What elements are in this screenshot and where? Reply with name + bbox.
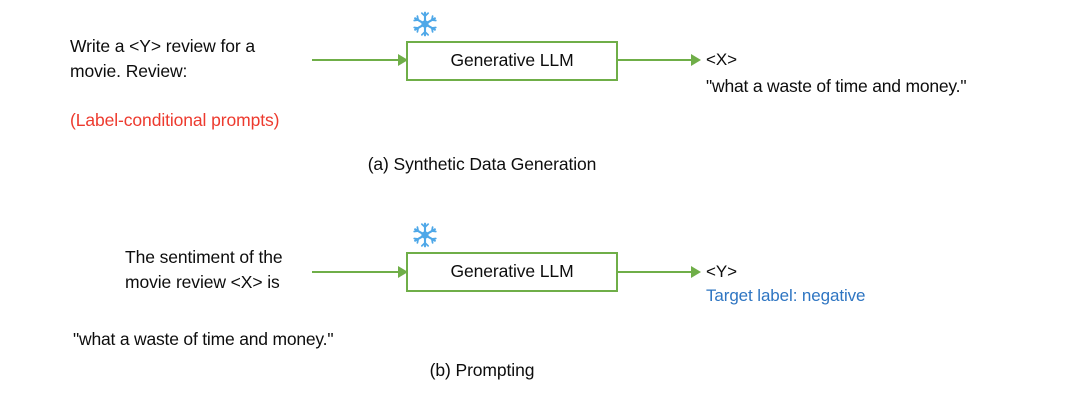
panel-b-caption: (b) Prompting xyxy=(429,360,535,380)
panel-b-output-variable: <Y> xyxy=(706,262,737,281)
panel-a-prompt-note: (Label-conditional prompts) xyxy=(70,110,280,130)
panel-b-review-quote: "what a waste of time and money." xyxy=(73,329,334,349)
panel-b-model-box: Generative LLM xyxy=(406,252,618,292)
panel-b-model-label: Generative LLM xyxy=(450,261,574,282)
panel-b-input-arrow-icon xyxy=(312,262,408,282)
panel-a-output-value: "what a waste of time and money." xyxy=(706,76,967,96)
panel-a-caption: (a) Synthetic Data Generation xyxy=(367,154,597,174)
panel-a-model-box: Generative LLM xyxy=(406,41,618,81)
panel-a-input-arrow-icon xyxy=(312,50,408,70)
panel-a-model-label: Generative LLM xyxy=(450,50,574,71)
panel-a-output-arrow-icon xyxy=(617,50,701,70)
panel-b-prompt-text: The sentiment of the movie review <X> is xyxy=(125,247,283,292)
panel-a-snowflake-icon xyxy=(411,9,439,39)
panel-b-snowflake-icon xyxy=(411,220,439,250)
panel-a-prompt-text: Write a <Y> review for a movie. Review: xyxy=(70,36,255,81)
panel-b-output-arrow-icon xyxy=(617,262,701,282)
panel-a-output-variable: <X> xyxy=(706,50,737,69)
panel-b-output-label: Target label: negative xyxy=(706,286,866,305)
